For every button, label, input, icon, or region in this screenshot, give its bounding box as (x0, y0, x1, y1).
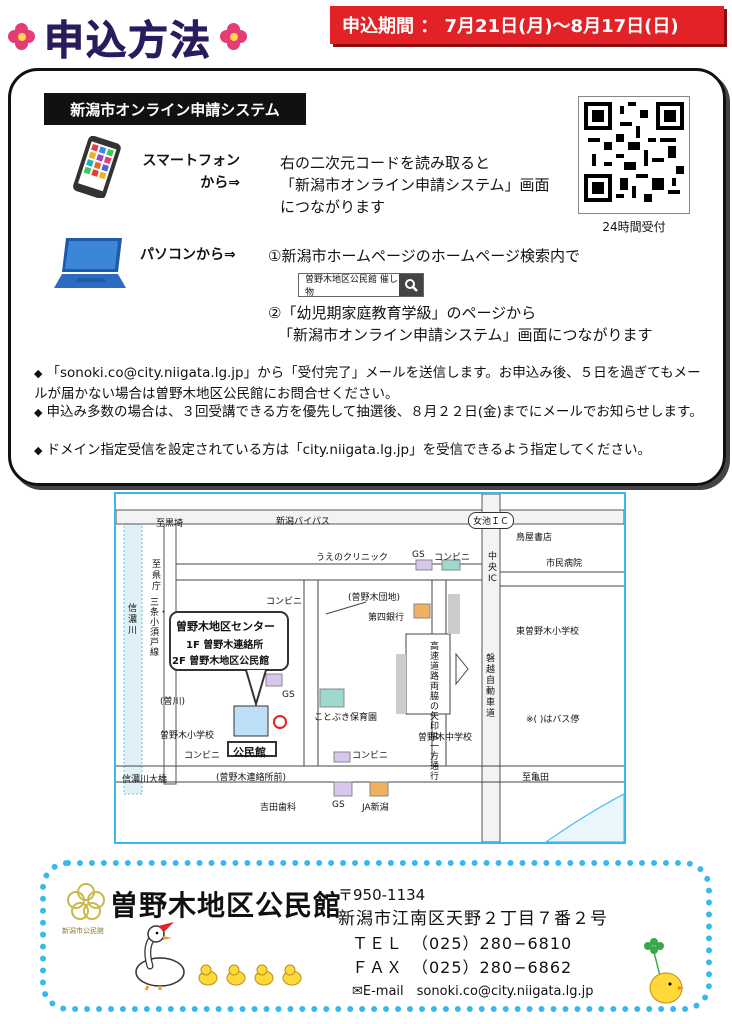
map-label: 高速道路両脇の矢印は一方通行 (430, 642, 440, 782)
map-callout-1f: 1F 曽野木連絡所 (186, 640, 264, 651)
pc-step2-line2: 「新潟市オンライン申請システム」画面につながります (278, 326, 653, 344)
smartphone-label-line2: から⇒ (200, 175, 240, 191)
map-label: 新潟バイパス (276, 517, 330, 527)
map-label: 東曽野木小学校 (516, 627, 580, 637)
page-title: 申込方法 (44, 18, 212, 65)
postal-code: 〒950-1134 (338, 886, 426, 904)
kominkan-logo-icon (67, 883, 105, 920)
qr-code[interactable] (578, 96, 690, 214)
note-text: ドメイン指定受信を設定されている方は「city.niigata.lg.jp」を受… (46, 442, 651, 458)
application-period-banner: 申込期間 ： 7月21日(月)～8月17日(日) (330, 6, 724, 44)
map-label: 中央IC (488, 552, 498, 584)
title-block: 申込方法 (8, 6, 288, 68)
kominkan-name: 曽野木地区公民館 (110, 889, 343, 922)
map-label: ことぶき保育園 (314, 713, 378, 723)
qr-code-icon (584, 102, 684, 202)
system-label: 新潟市オンライン申請システム (44, 93, 306, 125)
diamond-icon: ◆ (34, 406, 43, 419)
note-text: 「sonoki.co@city.niigata.lg.jp」から「受付完了」メー… (34, 365, 701, 402)
map-label: 至亀田 (522, 773, 550, 783)
map-label: 三条・小須戸線 (150, 598, 169, 658)
search-text: 曽野木地区公民館 催し物 (305, 275, 398, 298)
map-label: ※( )はバス停 (526, 715, 580, 725)
goose-mascot-icon (135, 922, 185, 991)
map-label: 曽野木中学校 (418, 733, 473, 743)
note-item: ◆ドメイン指定受信を設定されている方は「city.niigata.lg.jp」を… (34, 440, 714, 461)
pc-step2: ②「幼児期家庭教育学級」のページから 「新潟市オンライン申請システム」画面につな… (268, 302, 653, 346)
note-item: ◆「sonoki.co@city.niigata.lg.jp」から「受付完了」メ… (34, 363, 714, 404)
contact-box (40, 860, 712, 1012)
note-item: ◆申込み多数の場合は、３回受講できる方を優先して抽選後、８月２２日(金)までにメ… (34, 402, 714, 423)
flower-icon (8, 23, 36, 51)
smartphone-label: スマートフォン から⇒ (140, 150, 240, 194)
map-roads (116, 494, 624, 842)
map-callout-title: 曽野木地区センター (176, 620, 275, 633)
smartphone-desc-line2: 「新潟市オンライン申請システム」画面 (280, 176, 550, 194)
smartphone-desc-line1: 右の二次元コードを読み取ると (280, 154, 491, 172)
map-label: 女池ＩＣ (468, 512, 515, 529)
search-box[interactable]: 曽野木地区公民館 催し物 (298, 273, 424, 298)
address: 新潟市江南区天野２丁目７番２号 (338, 909, 608, 929)
map-label: コンビニ (434, 553, 471, 563)
smartphone-icon (73, 136, 121, 198)
smartphone-label-line1: スマートフォン (142, 153, 240, 169)
note-text: 申込み多数の場合は、３回受講できる方を優先して抽選後、８月２２日(金)までにメー… (46, 404, 703, 420)
pc-step2-line1: ②「幼児期家庭教育学級」のページから (268, 304, 537, 322)
pc-step1: ①新潟市ホームページのホームページ検索内で (268, 247, 580, 265)
map-label: (曽野木団地) (348, 593, 401, 603)
map-label: (曽野木連絡所前) (216, 773, 287, 783)
fax-number: ＦＡＸ （025）280−6862 (352, 958, 573, 977)
map-label: 吉田歯科 (260, 803, 297, 813)
map-kominkan-label: 公民館 (233, 746, 266, 759)
laptop-icon (54, 238, 126, 288)
map-label: コンビニ (184, 751, 221, 761)
smartphone-desc-line3: につながります (280, 198, 386, 216)
map-label: 至黒埼 (156, 519, 184, 529)
email-link[interactable]: ✉E-mail sonoki.co@city.niigata.lg.jp (352, 984, 594, 999)
map-label: GS (282, 690, 295, 700)
ducklings-icon (198, 964, 302, 986)
map-label: 至県庁 (152, 560, 162, 592)
chick-clover-icon (644, 938, 684, 1004)
application-method-box (8, 68, 726, 486)
pc-label: パソコンから⇒ (140, 247, 236, 263)
phone-number: ＴＥＬ （025）280−6810 (352, 934, 573, 953)
access-map: 至黒埼 新潟バイパス 女池ＩＣ 鳥屋書店 市民病院 うえのクリニック GS コン… (114, 492, 626, 844)
map-label: 信濃川 (128, 604, 138, 636)
map-label: うえのクリニック (316, 553, 389, 563)
diamond-icon: ◆ (34, 444, 43, 457)
map-label: コンビニ (266, 597, 303, 607)
logo-caption: 新潟市公民館 (62, 927, 104, 935)
map-label: 鳥屋書店 (516, 533, 553, 543)
search-icon[interactable] (399, 274, 423, 296)
smartphone-description: 右の二次元コードを読み取ると 「新潟市オンライン申請システム」画面 につながりま… (280, 152, 570, 218)
map-label: 曽野木小学校 (160, 731, 215, 741)
flower-icon (220, 23, 248, 51)
map-label: コンビニ (352, 751, 389, 761)
map-callout-2f: 2F 曽野木地区公民館 (172, 656, 270, 667)
map-label: 市民病院 (546, 559, 583, 569)
diamond-icon: ◆ (34, 367, 43, 380)
map-label: 磐越自動車道 (486, 654, 496, 719)
qr-caption: 24時間受付 (602, 220, 666, 234)
map-label: JA新潟 (362, 803, 389, 813)
map-label: GS (412, 550, 425, 560)
map-label: 信濃川大橋 (122, 775, 168, 785)
map-label: GS (332, 800, 345, 810)
map-label: (曽川) (160, 697, 186, 707)
map-label: 第四銀行 (368, 613, 405, 623)
